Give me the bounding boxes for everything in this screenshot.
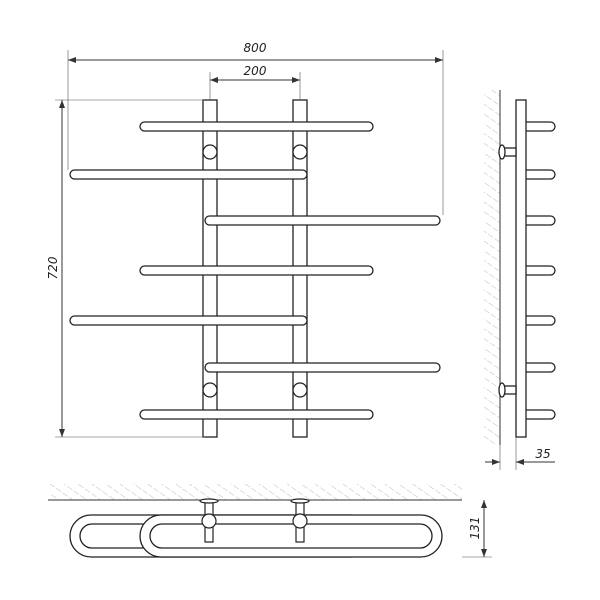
towel-bar-2 [69, 169, 308, 180]
dimension-label-depth: 131 [468, 517, 482, 540]
dimension-label-spacing: 200 [244, 64, 267, 78]
towel-bar-7 [139, 409, 374, 420]
top-view [48, 484, 462, 558]
side-post [515, 99, 527, 438]
dimension-label-width: 800 [244, 41, 267, 55]
dimension-35: 35 [485, 437, 555, 470]
dimension-800: 800 [67, 41, 444, 215]
dimension-label-height: 720 [46, 256, 60, 279]
towel-bar-1 [139, 121, 374, 132]
towel-bar-4 [139, 265, 374, 276]
front-view [69, 99, 441, 438]
dimension-label-offset: 35 [535, 447, 550, 461]
towel-bar-6 [204, 362, 441, 373]
dimension-131: 131 [462, 500, 492, 558]
towel-bar-5 [69, 315, 308, 326]
towel-bar-3 [204, 215, 441, 226]
wall-brackets [202, 144, 308, 398]
side-view [484, 90, 556, 445]
dimension-720: 720 [46, 99, 205, 438]
dimension-200: 200 [209, 64, 301, 100]
